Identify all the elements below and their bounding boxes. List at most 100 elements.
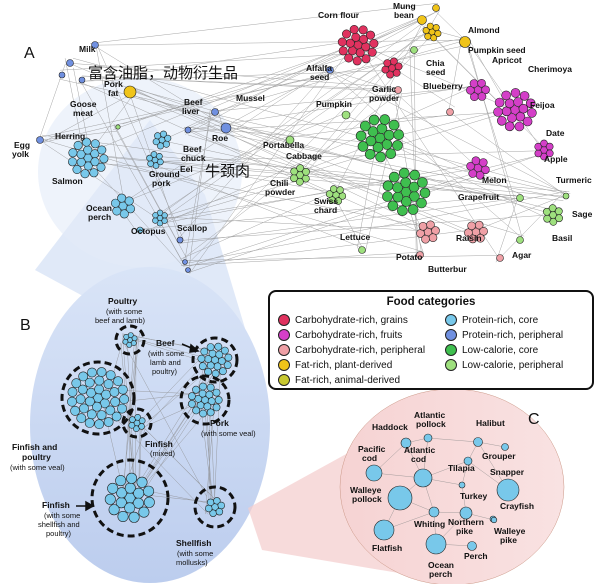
b-cluster-finfish-poultry-node	[87, 367, 97, 378]
b-cluster-beef-node	[198, 362, 207, 371]
network-edge	[360, 46, 455, 108]
label-apple: Apple	[544, 154, 568, 164]
label-egg-yolk: Egg	[14, 140, 30, 150]
cluster-corn-flour-node	[349, 24, 359, 34]
label-ground-pork: Ground	[149, 169, 180, 179]
cluster-potato-node	[431, 226, 440, 235]
label-walleye-pike: Walleye	[494, 526, 526, 536]
cluster-cabbage-node	[379, 114, 391, 125]
b-cluster-pork-node	[212, 388, 221, 397]
cluster-ocean-perch-node	[124, 196, 134, 206]
label-beef-sub-2: lamb and	[150, 358, 181, 367]
cluster-herring-salmon-node	[72, 165, 82, 175]
b-cluster-poultry-node	[127, 332, 134, 338]
network-edge	[216, 39, 468, 112]
label-alfalfa-seed-2: seed	[310, 72, 329, 82]
cluster-grains-2-node	[383, 59, 392, 67]
cluster-herring-salmon-node	[68, 148, 78, 158]
legend-label: Carbohydrate-rich, grains	[295, 314, 408, 326]
cluster-chili-node	[290, 167, 299, 176]
label-goose-meat: Goose	[70, 99, 97, 109]
cluster-grains-2-node	[392, 69, 401, 77]
b-cluster-finfish-poultry-node	[111, 411, 122, 422]
c-node-northern-pike	[459, 506, 473, 520]
cluster-cherimoya-node	[477, 79, 486, 88]
b-cluster-finfish-poultry-node	[79, 403, 89, 414]
legend-swatch	[445, 344, 457, 356]
network-edge	[131, 87, 425, 228]
b-cluster-finfish2-node	[117, 510, 129, 522]
cluster-ocean-perch-node	[112, 206, 122, 216]
label-sage: Sage	[572, 209, 593, 219]
b-cluster-finfish-poultry-node	[70, 405, 80, 416]
cluster-cabbage-node	[388, 119, 400, 131]
cluster-raisin-node	[468, 234, 478, 244]
b-cluster-beef-node	[214, 342, 223, 351]
label-northern-pike: Northern	[448, 517, 484, 527]
b-cluster-shellfish-node	[215, 508, 224, 516]
network-edge	[142, 194, 516, 230]
cluster-lettuce-node	[419, 187, 431, 199]
label-grouper: Grouper	[482, 451, 516, 461]
legend-label: Carbohydrate-rich, fruits	[295, 329, 403, 341]
label-beef-chuck-2: chuck	[181, 153, 206, 163]
network-edge	[297, 24, 427, 177]
b-cluster-finfish-poultry-node	[105, 405, 116, 416]
label-milk: Milk	[79, 44, 96, 54]
label-pumpkin-seed: Pumpkin seed	[468, 45, 526, 55]
b-cluster-finfish-poultry-node	[94, 419, 105, 430]
b-cluster-beef-node	[211, 369, 220, 378]
label-portabella: Portabella	[263, 140, 304, 150]
cluster-ocean-perch-node	[119, 209, 129, 219]
network-edge	[467, 46, 516, 202]
legend-title: Food categories	[386, 296, 476, 308]
network-edge	[454, 115, 569, 198]
cluster-almond-node	[422, 26, 430, 34]
b-cluster-pork-node	[205, 390, 214, 399]
cluster-sage-node	[554, 207, 563, 216]
panel-b-arrows	[76, 343, 200, 512]
c-node-perch	[467, 541, 477, 551]
cluster-potato-node	[426, 220, 435, 230]
network-edge	[87, 161, 183, 266]
cluster-fruits-main-node	[514, 121, 525, 132]
network-edge	[157, 150, 540, 162]
label-shellfish-sub-2: mollusks)	[176, 558, 208, 567]
cluster-lettuce-node	[400, 196, 412, 207]
cluster-corn-flour-node	[361, 54, 371, 64]
network-edge	[302, 36, 431, 177]
cluster-beef-chuck-node	[157, 142, 165, 150]
arrowhead-finfish2	[85, 500, 95, 512]
label-ocean-perch: Ocean	[86, 203, 112, 213]
label-beef-liver-2: liver	[182, 106, 200, 116]
c-node-whiting	[428, 506, 440, 518]
label-snapper: Snapper	[490, 467, 525, 477]
node-lettuce-peripheral	[358, 246, 366, 254]
b-cluster-shellfish-node	[205, 504, 213, 513]
network-edge	[188, 109, 211, 267]
b-cluster-pork-node	[203, 402, 212, 411]
network-edge	[335, 198, 362, 247]
b-cluster-pork-node	[199, 382, 207, 391]
label-walleye-pollock: Walleye	[350, 485, 382, 495]
node-scallop	[176, 236, 184, 244]
network-edge	[180, 255, 498, 261]
node-milk-3	[58, 71, 66, 79]
legend: Food categories Carbohydrate-rich, grain…	[268, 290, 594, 390]
cluster-corn-flour-node	[344, 53, 354, 63]
network-edge	[331, 73, 520, 236]
cluster-chili-node	[295, 177, 304, 186]
cluster-raisin-node	[467, 221, 476, 231]
cluster-ground-pork-node	[150, 151, 158, 158]
cluster-corn-flour-node	[341, 29, 351, 39]
cluster-lettuce-node	[382, 191, 393, 202]
b-edge	[205, 399, 215, 515]
cluster-potato-node	[418, 222, 428, 231]
label-mung-bean: Mung	[393, 1, 416, 11]
cn-annotation-oil-animal: 富含油脂，动物衍生品	[88, 64, 239, 82]
label-finfish2-sub: (with some	[44, 511, 80, 520]
label-ocean-perch-2: perch	[88, 212, 111, 222]
legend-label: Carbohydrate-rich, peripheral	[295, 344, 426, 356]
cluster-octopus-node	[161, 217, 168, 224]
